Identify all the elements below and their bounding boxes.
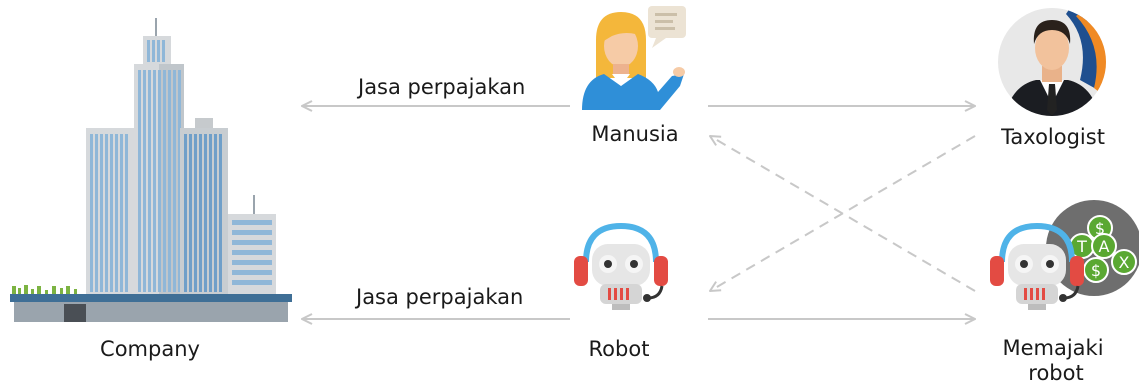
arrow-tax-robot-to-human <box>710 136 976 292</box>
speech-bubble-icon <box>648 6 686 48</box>
svg-text:X: X <box>1119 253 1130 272</box>
coin-icon: A <box>1091 233 1117 259</box>
tax-robot-icon: $ T A X $ <box>990 200 1139 310</box>
robot-icon <box>574 222 668 310</box>
node-label-tax-robot-line1: Memajaki <box>1002 336 1104 360</box>
coin-icon: X <box>1111 249 1137 275</box>
coin-icon: $ <box>1083 257 1109 283</box>
svg-text:$: $ <box>1091 261 1101 280</box>
node-label-tax-robot-line2: robot <box>1028 361 1084 385</box>
taxologist-avatar <box>998 8 1106 116</box>
node-label-human: Manusia <box>591 122 679 146</box>
edge-label-human-to-company: Jasa perpajakan <box>358 75 526 99</box>
node-label-taxologist: Taxologist <box>1001 125 1105 149</box>
human-icon <box>582 6 686 110</box>
edge-label-robot-to-company: Jasa perpajakan <box>356 285 524 309</box>
building-icon <box>10 18 292 322</box>
svg-text:A: A <box>1099 237 1110 256</box>
svg-text:T: T <box>1076 237 1087 256</box>
node-label-robot: Robot <box>588 337 650 361</box>
svg-text:$: $ <box>1095 219 1105 238</box>
arrows <box>302 106 975 319</box>
node-label-company: Company <box>100 337 200 361</box>
